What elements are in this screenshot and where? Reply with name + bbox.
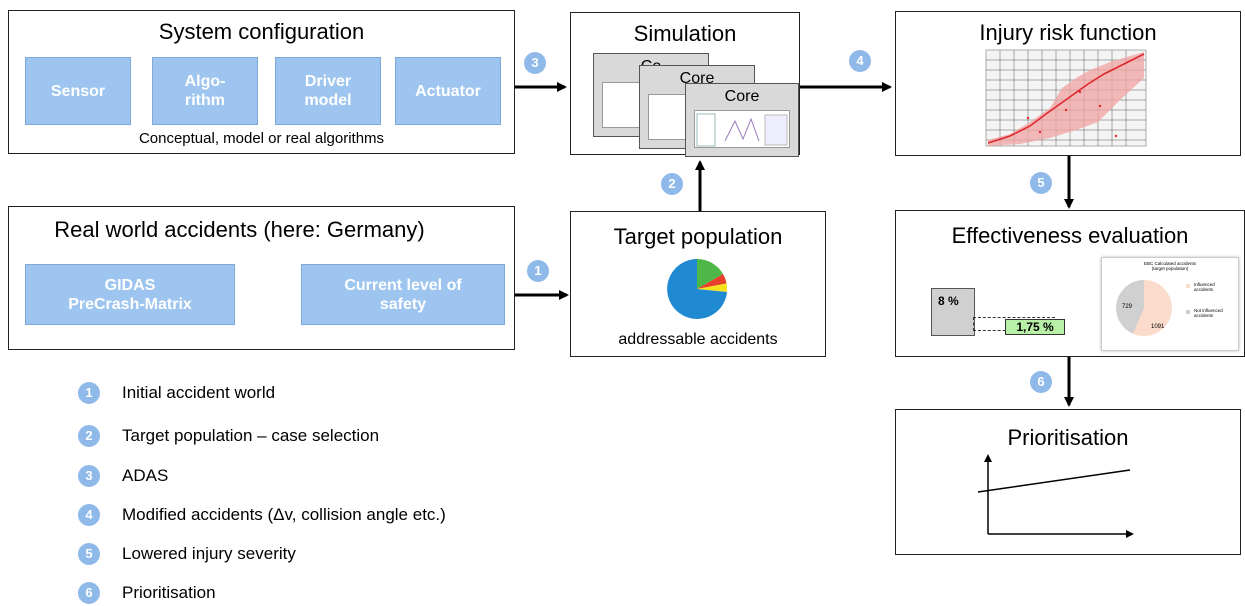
core-screen-graphic — [696, 113, 788, 147]
legend-circle-4: 4 — [78, 504, 100, 526]
system-configuration-title: System configuration — [158, 19, 365, 44]
legend-item-1: 1 Initial accident world — [78, 381, 275, 405]
effectiveness-pie-legend-2: Not influenced accidents — [1194, 308, 1223, 318]
effectiveness-bar-8: 8 % — [931, 288, 975, 336]
effectiveness-pie-legend-swatch-2 — [1186, 310, 1190, 314]
effectiveness-pie-legend-1: Influenced accidents — [1194, 282, 1215, 292]
effectiveness-bar-175: 1,75 % — [1005, 319, 1065, 335]
legend-circle-3: 3 — [78, 465, 100, 487]
current-level-of-safety-box: Current level of safety — [301, 264, 505, 325]
effectiveness-panel: Effectiveness evaluation 8 % 1,75 % EBC … — [895, 210, 1245, 357]
legend-circle-6: 6 — [78, 582, 100, 604]
target-population-pie — [667, 259, 728, 319]
legend-label-1: Initial accident world — [122, 383, 276, 402]
step-3-marker: 3 — [524, 52, 546, 74]
system-configuration-caption: Conceptual, model or real algorithms — [138, 130, 385, 147]
system-configuration-panel: System configuration Sensor Algo- rithm … — [8, 10, 515, 154]
target-population-panel: Target population addressable accidents — [570, 211, 826, 357]
effectiveness-title: Effectiveness evaluation — [951, 223, 1189, 248]
prioritisation-title: Prioritisation — [1007, 425, 1129, 450]
legend-item-4: 4 Modified accidents (Δv, collision angl… — [78, 503, 446, 527]
simulation-panel: Simulation Co Core Core — [570, 12, 800, 157]
legend-label-2: Target population – case selection — [122, 426, 380, 445]
target-population-caption: addressable accidents — [618, 331, 778, 348]
core-window-3: Core — [685, 83, 799, 157]
legend-label-3: ADAS — [122, 466, 169, 485]
injury-risk-title: Injury risk function — [979, 20, 1157, 45]
effectiveness-pie-card: EBC Calculated accidents (target populat… — [1101, 257, 1239, 351]
prioritisation-chart — [977, 454, 1134, 538]
injury-risk-panel: Injury risk function — [895, 11, 1241, 156]
step-4-marker: 4 — [849, 50, 871, 72]
real-world-accidents-title: Real world accidents (here: Germany) — [54, 217, 425, 242]
legend-circle-5: 5 — [78, 543, 100, 565]
step-1-marker: 1 — [527, 260, 549, 282]
core-window-3-screen — [694, 110, 790, 148]
target-population-title: Target population — [613, 224, 783, 249]
core-window-2-title: Core — [679, 70, 715, 87]
effectiveness-pie-value-1: 729 — [1122, 304, 1133, 310]
legend-item-6: 6 Prioritisation — [78, 581, 216, 605]
legend-label-6: Prioritisation — [122, 583, 216, 602]
legend-item-3: 3 ADAS — [78, 464, 168, 488]
gidas-precrash-matrix-box: GIDAS PreCrash-Matrix — [25, 264, 235, 325]
step-5-marker: 5 — [1030, 172, 1052, 194]
effectiveness-pie-legend-swatch-1 — [1186, 284, 1190, 288]
effectiveness-pie-title: EBC Calculated accidents (target populat… — [1143, 261, 1197, 271]
legend-circle-2: 2 — [78, 425, 100, 447]
effectiveness-bar-8-label: 8 % — [938, 294, 959, 308]
legend-label-5: Lowered injury severity — [122, 544, 296, 563]
legend-item-2: 2 Target population – case selection — [78, 424, 379, 448]
effectiveness-bar-175-label: 1,75 % — [1016, 320, 1054, 334]
legend-item-5: 5 Lowered injury severity — [78, 542, 296, 566]
algorithm-box: Algo- rithm — [152, 57, 258, 125]
effectiveness-pie — [1116, 280, 1172, 336]
sensor-box: Sensor — [25, 57, 131, 125]
real-world-accidents-panel: Real world accidents (here: Germany) GID… — [8, 206, 515, 350]
legend-label-4: Modified accidents (Δv, collision angle … — [122, 505, 446, 524]
effectiveness-pie-value-2: 1091 — [1151, 324, 1165, 330]
prioritisation-panel: Prioritisation — [895, 409, 1241, 555]
step-6-marker: 6 — [1030, 371, 1052, 393]
legend-circle-1: 1 — [78, 382, 100, 404]
core-window-3-title: Core — [724, 88, 760, 105]
injury-risk-chart — [985, 49, 1147, 147]
step-2-marker: 2 — [661, 173, 683, 195]
simulation-title: Simulation — [633, 21, 737, 46]
actuator-box: Actuator — [395, 57, 501, 125]
driver-model-box: Driver model — [275, 57, 381, 125]
